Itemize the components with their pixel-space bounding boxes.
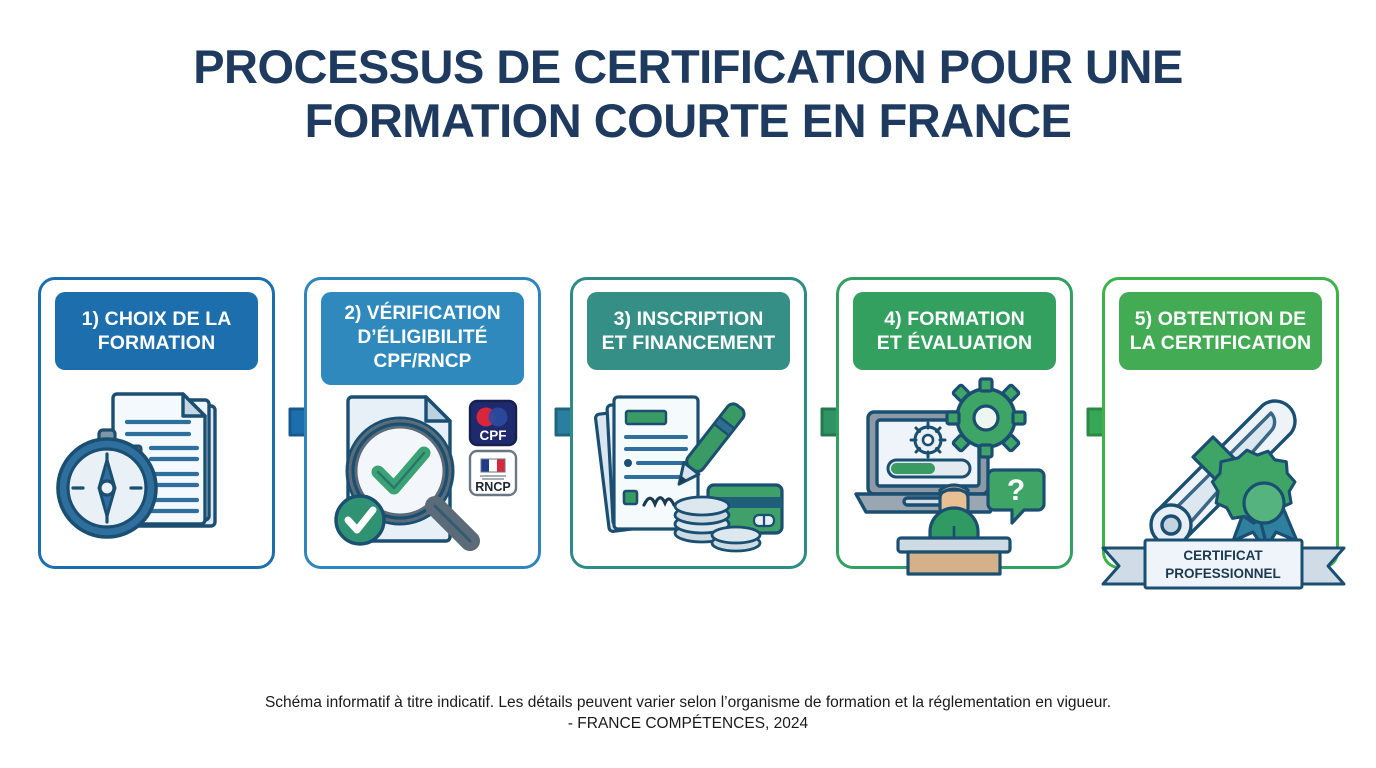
page-title-line2: FORMATION COURTE EN FRANCE (304, 94, 1072, 147)
step-5-illustration (1105, 384, 1336, 562)
step-3-header-line2: ET FINANCEMENT (601, 331, 776, 354)
step-1-header: 1) CHOIX DE LA FORMATION (55, 292, 258, 370)
step-1-header-line2: FORMATION (97, 331, 216, 354)
step-card-4[interactable]: 4) FORMATION ET ÉVALUATION (836, 277, 1073, 576)
step-4-illustration: ? (839, 376, 1070, 576)
step-1-illustration (41, 384, 272, 562)
step-2-header-line3: CPF/RNCP (373, 351, 472, 372)
step-5-header-line2: LA CERTIFICATION (1129, 331, 1312, 354)
step-5-header-line1: 5) OBTENTION DE (1134, 307, 1307, 330)
svg-text:RNCP: RNCP (475, 480, 510, 494)
step-4-header-line2: ET ÉVALUATION (876, 331, 1033, 354)
magnifier-checkmark-document-icon: CPF RNCP (333, 395, 517, 551)
laptop-gears-learner-icon: ? (854, 376, 1046, 576)
contract-pen-coins-card-icon (593, 395, 784, 553)
certificate-banner: CERTIFICAT PROFESSIONNEL (1099, 534, 1348, 596)
step-2-header: 2) VÉRIFICATION D’ÉLIGIBILITÉ CPF/RNCP (321, 292, 524, 385)
step-card-2[interactable]: 2) VÉRIFICATION D’ÉLIGIBILITÉ CPF/RNCP (304, 277, 541, 569)
step-5-header: 5) OBTENTION DE LA CERTIFICATION (1119, 292, 1322, 370)
footer-disclaimer: Schéma informatif à titre indicatif. Les… (0, 692, 1376, 734)
step-4-header-line1: 4) FORMATION (884, 307, 1025, 330)
compass-and-documents-icon (55, 392, 217, 539)
step-3-header-line1: 3) INSCRIPTION (613, 307, 764, 330)
footer-line1: Schéma informatif à titre indicatif. Les… (264, 694, 1112, 711)
step-3-illustration (573, 384, 804, 562)
page-title-line1: PROCESSUS DE CERTIFICATION POUR UNE (193, 40, 1183, 93)
step-card-1[interactable]: 1) CHOIX DE LA FORMATION (38, 277, 275, 569)
step-2-header-line1: 2) VÉRIFICATION (344, 303, 501, 324)
step-3-header: 3) INSCRIPTION ET FINANCEMENT (587, 292, 790, 370)
step-card-3[interactable]: 3) INSCRIPTION ET FINANCEMENT (570, 277, 807, 569)
certificate-banner-line1: CERTIFICAT (1183, 548, 1263, 563)
footer-source: - FRANCE COMPÉTENCES, 2024 (567, 715, 809, 732)
page-title: PROCESSUS DE CERTIFICATION POUR UNE FORM… (0, 40, 1376, 148)
process-flow: 1) CHOIX DE LA FORMATION (38, 277, 1346, 590)
step-card-5[interactable]: 5) OBTENTION DE LA CERTIFICATION (1101, 277, 1346, 590)
svg-text:?: ? (1007, 474, 1025, 507)
step-1-header-line1: 1) CHOIX DE LA (81, 307, 232, 330)
step-2-header-line2: D’ÉLIGIBILITÉ (357, 327, 488, 348)
rncp-badge: RNCP (468, 449, 517, 497)
cpf-badge: CPF (468, 399, 517, 447)
certificate-banner-line2: PROFESSIONNEL (1165, 566, 1281, 581)
svg-text:CPF: CPF (479, 428, 506, 443)
diploma-scroll-rosette-icon (1148, 398, 1299, 549)
step-4-header: 4) FORMATION ET ÉVALUATION (853, 292, 1056, 370)
step-2-illustration: CPF RNCP (307, 384, 538, 562)
